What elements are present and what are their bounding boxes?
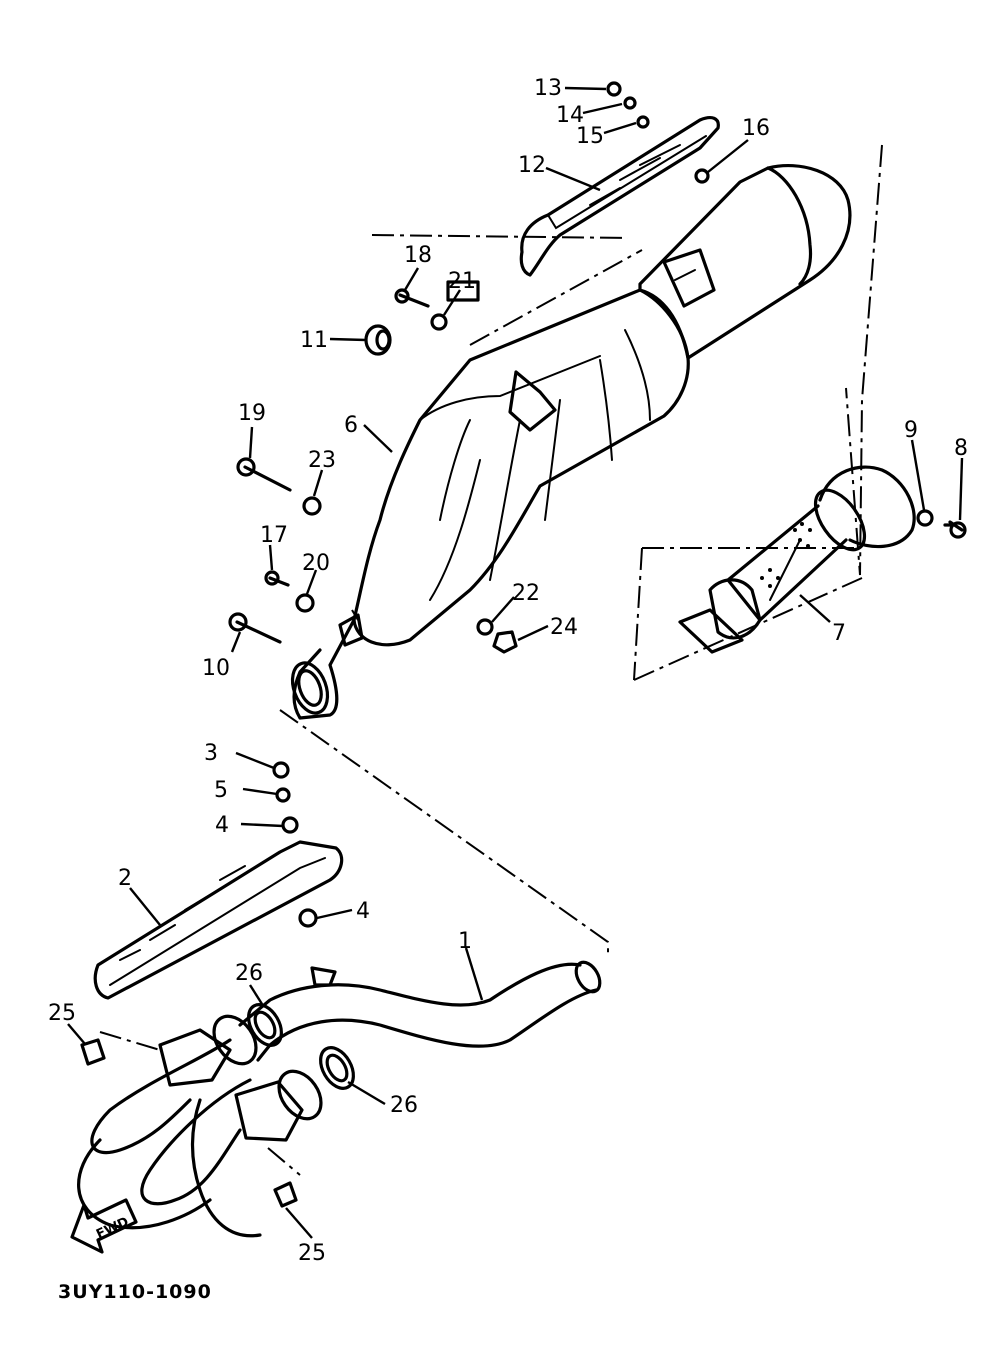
callout-2: 2 [118,866,132,891]
callout-21: 21 [448,269,476,294]
callout-8: 8 [954,436,968,461]
callout-numbers: 1 2 3 4 4 5 6 7 8 9 10 11 12 13 14 15 16… [48,76,968,1266]
callout-10: 10 [202,656,230,681]
callout-22: 22 [512,581,540,606]
leader-lines [67,86,964,1239]
callout-4a: 4 [215,813,229,838]
callout-3: 3 [204,741,218,766]
callout-26a: 26 [235,961,263,986]
callout-9: 9 [904,418,918,443]
callout-23: 23 [308,448,336,473]
callout-12: 12 [518,153,546,178]
callout-15: 15 [576,124,604,149]
callout-16: 16 [742,116,770,141]
callout-1: 1 [458,929,472,954]
assembly-lines [99,144,883,1176]
callout-5: 5 [214,778,228,803]
fastener-parts [80,81,967,1208]
gasket-parts [247,1003,355,1090]
callout-14: 14 [556,103,584,128]
callout-13: 13 [534,76,562,101]
spark-arrester [678,465,916,654]
callout-24: 24 [550,615,578,640]
muffler-protector [519,116,720,277]
exhaust-pipe-protector [93,840,344,1000]
callout-17: 17 [260,523,288,548]
callout-11: 11 [300,328,328,353]
callout-19: 19 [238,401,266,426]
callout-20: 20 [302,551,330,576]
exhaust-pipe-assembly [77,960,602,1238]
callout-6: 6 [344,413,358,438]
drawing-code: 3UY110-1090 [58,1281,212,1303]
callout-25a: 25 [48,1001,76,1026]
forward-direction-arrow: FWD [70,1198,138,1254]
callout-18: 18 [404,243,432,268]
callout-25b: 25 [298,1241,326,1266]
muffler-assembly [290,163,852,720]
callout-7: 7 [832,621,846,646]
callout-26b: 26 [390,1093,418,1118]
callout-4b: 4 [356,899,370,924]
